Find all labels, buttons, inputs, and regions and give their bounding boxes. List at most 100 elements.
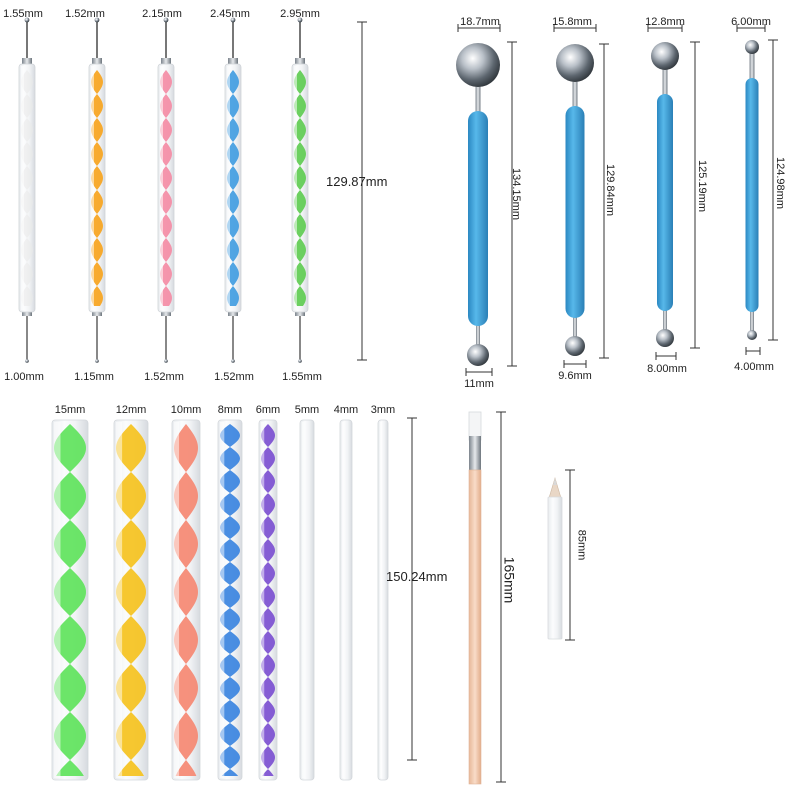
rod-diameter-label: 6mm <box>255 404 281 416</box>
rod-diameter-label: 10mm <box>170 404 202 416</box>
stylus-bottom-diameter-label: 9.6mm <box>558 370 592 382</box>
dotting-tip-bottom-label: 1.55mm <box>282 371 322 383</box>
rod-diameter-label: 5mm <box>294 404 320 416</box>
dotting-tool <box>157 17 175 363</box>
acrylic-rod <box>299 419 315 781</box>
rod-length-label: 150.24mm <box>386 569 448 584</box>
brush-group <box>468 411 563 785</box>
stylus-shaft-top <box>749 50 755 84</box>
dotting-ball-top <box>230 17 236 23</box>
stylus-ball-top <box>745 40 759 54</box>
brush-length-label: 165mm <box>501 556 518 604</box>
stylus-top-diameter-label: 6.00mm <box>731 16 771 28</box>
rod-highlight <box>116 422 123 778</box>
dotting-ball-bottom <box>95 359 99 363</box>
acrylic-rod <box>258 419 278 781</box>
stylus-length-label: 125.19mm <box>695 160 708 212</box>
dotting-highlight <box>227 66 230 310</box>
stylus-top-diameter-label: 12.8mm <box>645 16 685 28</box>
dotting-highlight <box>160 66 163 310</box>
rod-highlight <box>342 422 345 778</box>
rod-highlight <box>220 422 225 778</box>
acrylic-rod <box>217 419 243 781</box>
rod-stripe <box>54 424 86 776</box>
dotting-ball-bottom <box>25 359 29 363</box>
dotting-tip-top-label: 1.55mm <box>3 8 43 20</box>
dotting-ferrule-top <box>228 58 238 68</box>
dotting-highlight <box>91 66 94 310</box>
brush-bristles <box>468 411 482 441</box>
dotting-highlight <box>294 66 297 310</box>
brush-handle <box>468 469 482 785</box>
brush-ferrule <box>469 436 481 472</box>
rod-highlight <box>380 422 382 778</box>
dotting-tools-group <box>18 17 309 363</box>
dotting-tip-bottom-label: 1.52mm <box>214 371 254 383</box>
dotting-tip-top-label: 1.52mm <box>65 8 105 20</box>
stylus-handle <box>468 111 488 326</box>
rod-highlight <box>261 422 265 778</box>
rod-highlight <box>54 422 61 778</box>
rod-highlight <box>174 422 180 778</box>
stylus-ball-bottom <box>656 329 674 347</box>
dotting-tip-bottom-label: 1.00mm <box>4 371 44 383</box>
ball-stylus <box>556 44 594 356</box>
dotting-ferrule-top <box>295 58 305 68</box>
dotting-highlight <box>21 66 24 310</box>
stylus-shaft-bottom <box>573 316 577 340</box>
stylus-bottom-diameter-label: 4.00mm <box>734 361 774 373</box>
brush <box>468 411 482 785</box>
stylus-handle <box>657 94 673 311</box>
rod-body <box>339 419 353 781</box>
ball-stylus <box>745 40 759 340</box>
rod-diameter-label: 15mm <box>54 404 86 416</box>
dotting-tool <box>224 17 242 363</box>
dotting-ball-bottom <box>231 359 235 363</box>
dimension-lines <box>357 21 778 783</box>
dotting-length-label: 129.87mm <box>326 174 388 189</box>
dotting-ball-bottom <box>164 359 168 363</box>
acrylic-rod <box>113 419 149 781</box>
stylus-handle <box>565 106 585 318</box>
pencil-length-label: 85mm <box>575 529 588 561</box>
stylus-ball-top <box>456 43 500 87</box>
rod-diameter-label: 12mm <box>115 404 147 416</box>
stylus-shaft-bottom <box>476 324 480 348</box>
dotting-tip-top-label: 2.45mm <box>210 8 250 20</box>
dotting-ball-top <box>24 17 30 23</box>
stylus-bottom-diameter-label: 8.00mm <box>647 363 687 375</box>
pencil-body <box>547 496 563 640</box>
acrylic-rod <box>339 419 353 781</box>
dotting-ball-bottom <box>298 359 302 363</box>
rod-stripe <box>261 424 275 776</box>
dotting-ball-top <box>297 17 303 23</box>
acrylic-rod <box>51 419 89 781</box>
stylus-length-label: 124.98mm <box>773 157 786 209</box>
stylus-ball-bottom <box>565 336 585 356</box>
dotting-ball-top <box>163 17 169 23</box>
dotting-tip-top-label: 2.95mm <box>280 8 320 20</box>
stylus-bottom-diameter-label: 11mm <box>464 378 494 390</box>
acrylic-rod <box>171 419 201 781</box>
rod-highlight <box>302 422 305 778</box>
ball-stylus-group <box>456 40 759 366</box>
stylus-ball-top <box>651 42 679 70</box>
stylus-length-label: 129.84mm <box>603 164 616 216</box>
ball-stylus <box>651 42 679 347</box>
stylus-ball-bottom <box>467 344 489 366</box>
rod-stripe <box>116 424 146 776</box>
dotting-tip-top-label: 2.15mm <box>142 8 182 20</box>
dotting-tool <box>18 17 36 363</box>
dotting-ferrule-top <box>92 58 102 68</box>
dotting-tool <box>88 17 106 363</box>
stylus-top-diameter-label: 18.7mm <box>460 16 500 28</box>
stylus-shaft-top <box>475 83 481 117</box>
acrylic-rods-group <box>51 419 389 781</box>
rod-diameter-label: 3mm <box>370 404 396 416</box>
stylus-ball-bottom <box>747 330 757 340</box>
dotting-tool <box>291 17 309 363</box>
stylus-shaft-bottom <box>750 310 754 334</box>
stylus-shaft-bottom <box>663 309 667 333</box>
stylus-handle <box>745 78 759 312</box>
